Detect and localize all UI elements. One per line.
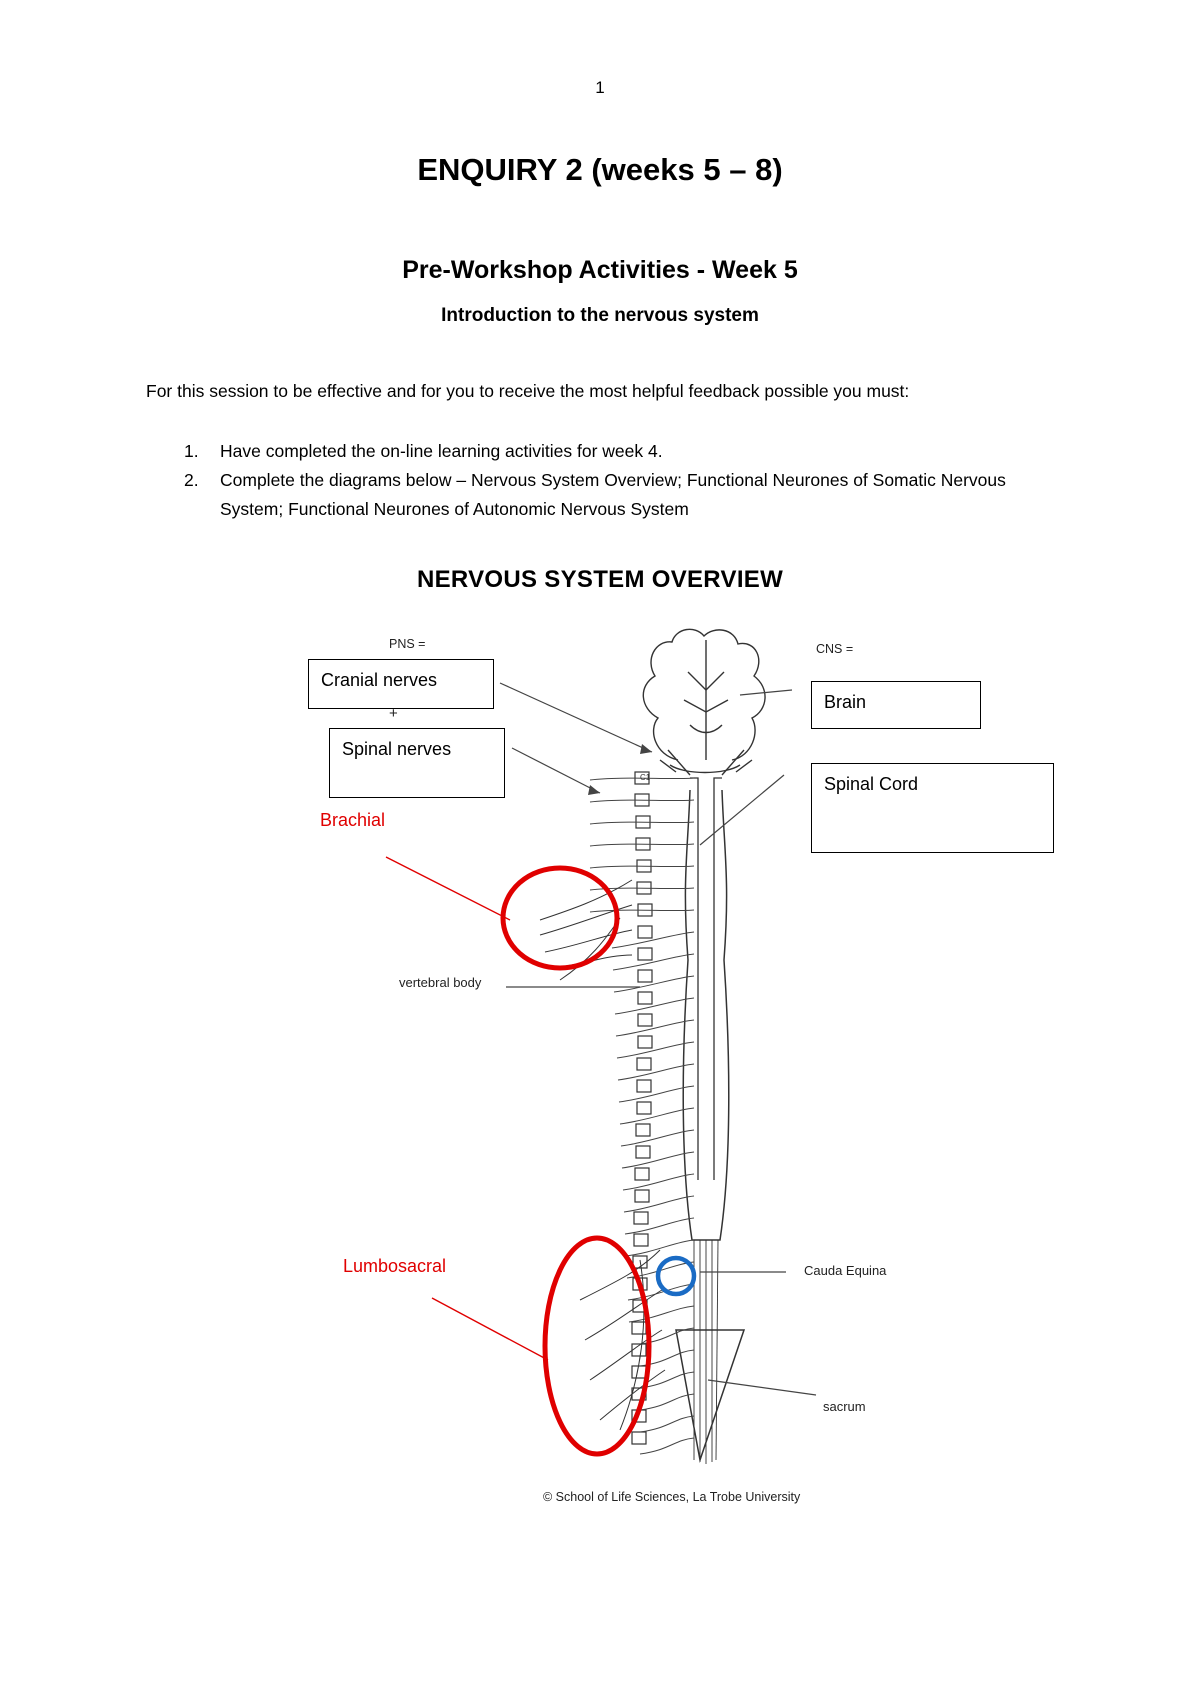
vertebra-square xyxy=(636,1057,652,1071)
diagram-title: NERVOUS SYSTEM OVERVIEW xyxy=(416,566,784,593)
vertebra-square xyxy=(633,1211,649,1225)
plus-sign: + xyxy=(389,705,398,722)
spinal-nerve-line xyxy=(639,1393,695,1411)
spinal-nerves-answer: Spinal nerves xyxy=(329,728,505,798)
cns-label: CNS = xyxy=(816,642,854,656)
spinal-nerve-line xyxy=(589,865,695,869)
spinal-nerve-line xyxy=(616,1041,695,1059)
spinal-nerve-line xyxy=(589,887,695,891)
requirements-list: 1. Have completed the on-line learning a… xyxy=(146,437,1066,524)
list-number: 2. xyxy=(184,470,199,490)
lumbosacral-plexus-drawing xyxy=(579,1249,666,1431)
cauda-equina-circle xyxy=(655,1255,697,1297)
activity-subtitle: Pre-Workshop Activities - Week 5 xyxy=(402,256,798,284)
cauda-equina-label: Cauda Equina xyxy=(804,1263,887,1278)
spinal-nerve-line xyxy=(589,909,695,913)
spinal-nerve-line xyxy=(618,1085,695,1103)
spinal-nerve-line xyxy=(617,1063,695,1081)
cranial-nerves-answer: Cranial nerves xyxy=(308,659,494,709)
spinal-nerve-line xyxy=(620,1129,695,1147)
spinal-nerve-line xyxy=(589,843,695,847)
topic-heading: Introduction to the nervous system xyxy=(441,305,759,326)
vertebra-square xyxy=(637,947,653,961)
list-item: 1. Have completed the on-line learning a… xyxy=(146,437,1066,466)
spinal-nerve-line xyxy=(615,1019,695,1037)
spinal-nerve-line xyxy=(611,931,695,949)
spinal-nerve-line xyxy=(589,777,695,781)
brainstem-outline xyxy=(690,777,722,1180)
copyright-credit: © School of Life Sciences, La Trobe Univ… xyxy=(543,1490,801,1504)
brachial-plexus-circle xyxy=(500,865,620,971)
spinal-nerve-line xyxy=(619,1107,695,1125)
brain-answer: Brain xyxy=(811,681,981,729)
intro-paragraph: For this session to be effective and for… xyxy=(146,381,910,401)
spinal-cord-outline xyxy=(682,789,730,1241)
spinal-nerve-line xyxy=(623,1195,695,1213)
spinal-cord-answer: Spinal Cord xyxy=(811,763,1054,853)
vertebra-square xyxy=(634,1167,650,1181)
vertebra-square xyxy=(637,925,653,939)
vertebra-square xyxy=(637,1013,653,1027)
vertebra-square xyxy=(636,1101,652,1115)
leader-lines xyxy=(499,682,817,1396)
spinal-nerve-line xyxy=(589,799,695,803)
document-title: ENQUIRY 2 (weeks 5 – 8) xyxy=(417,152,783,187)
vertebral-body-label: vertebral body xyxy=(399,975,482,990)
brain-drawing xyxy=(642,628,766,776)
vertebra-square xyxy=(636,1079,652,1093)
cauda-equina-fibres xyxy=(693,1239,719,1464)
spinal-nerve-line xyxy=(613,975,695,993)
spinal-nerve-lines xyxy=(589,777,695,1455)
vertebra-square xyxy=(631,1365,647,1379)
vertebra-square xyxy=(637,991,653,1005)
spinal-nerve-line xyxy=(622,1173,695,1191)
vertebra-square xyxy=(635,1123,651,1137)
vertebra-top-label: C1 xyxy=(640,773,651,782)
pns-label: PNS = xyxy=(389,637,426,651)
red-annotation-lines xyxy=(385,856,549,1361)
list-number: 1. xyxy=(184,441,199,461)
annotation-arrowheads xyxy=(588,744,652,795)
spinal-nerve-line xyxy=(621,1151,695,1169)
vertebra-square xyxy=(631,1431,647,1445)
list-item: 2. Complete the diagrams below – Nervous… xyxy=(146,466,1066,524)
vertebra-square xyxy=(634,1189,650,1203)
spinal-nerve-line xyxy=(639,1415,695,1433)
list-item-text: Complete the diagrams below – Nervous Sy… xyxy=(220,470,1006,519)
page-number: 1 xyxy=(595,78,605,97)
spinal-nerve-line xyxy=(589,821,695,825)
lumbosacral-plexus-circle xyxy=(542,1235,652,1457)
brachial-plexus-annotation: Brachial xyxy=(320,810,386,830)
vertebra-square xyxy=(637,1035,653,1049)
spinal-nerve-line xyxy=(624,1217,695,1235)
vertebra-square xyxy=(637,969,653,983)
spinal-nerve-line xyxy=(625,1239,695,1257)
lumbosacral-plexus-annotation: Lumbosacral xyxy=(343,1256,447,1276)
sacrum-label: sacrum xyxy=(823,1399,866,1414)
spinal-nerve-line xyxy=(628,1305,695,1323)
vertebra-square xyxy=(633,1233,649,1247)
vertebra-square xyxy=(635,1145,651,1159)
list-item-text: Have completed the on-line learning acti… xyxy=(220,441,663,461)
spinal-nerve-line xyxy=(612,953,695,971)
spinal-nerve-line xyxy=(639,1437,695,1455)
spinal-nerve-line xyxy=(614,997,695,1015)
